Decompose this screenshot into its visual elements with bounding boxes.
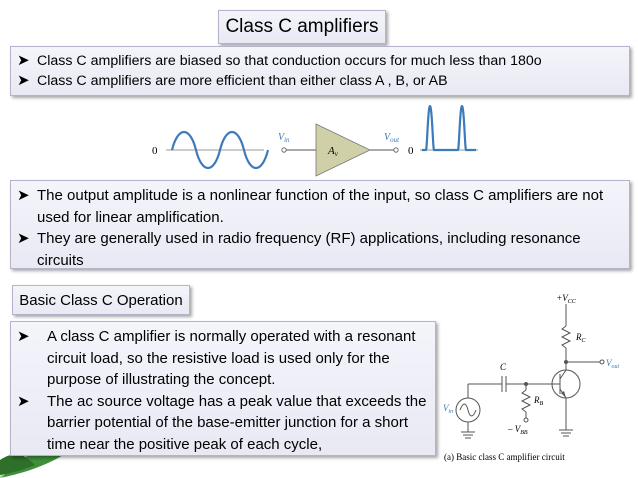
bullet-item: ➤ Class C amplifiers are more efficient … xyxy=(17,71,623,91)
bullet-text: Class C amplifiers are more efficient th… xyxy=(37,73,448,89)
circuit-caption: (a) Basic class C amplifier circuit xyxy=(444,452,565,462)
sine-input-waveform xyxy=(170,130,270,170)
bullet-item: ➤ Class C amplifiers are biased so that … xyxy=(17,51,623,71)
bullet-item: ➤ They are generally used in radio frequ… xyxy=(17,228,623,271)
rc-label: RC xyxy=(575,332,587,344)
amplifier-block-diagram: 0 Vin Av Vout 0 xyxy=(152,104,478,177)
bullet-text: They are generally used in radio frequen… xyxy=(37,230,581,269)
arrowhead-bullet-icon: ➤ xyxy=(17,328,30,345)
bullet-text: Class C amplifiers are biased so that co… xyxy=(37,53,542,69)
intro-bullets: ➤ Class C amplifiers are biased so that … xyxy=(10,46,630,96)
capacitor-label: C xyxy=(500,362,507,372)
vbb-label: – VBB xyxy=(507,424,528,436)
application-bullets: ➤ The output amplitude is a nonlinear fu… xyxy=(10,180,630,269)
bullet-text: The output amplitude is a nonlinear func… xyxy=(37,187,604,226)
bullet-item: ➤ The output amplitude is a nonlinear fu… xyxy=(17,185,623,228)
vin-label: Vin xyxy=(278,132,290,144)
arrowhead-bullet-icon: ➤ xyxy=(17,52,30,69)
class-c-circuit-diagram: +VCC RC Vout C RB – VBB Vin (a) Basic cl… xyxy=(443,293,620,462)
bullet-text: A class C amplifier is normally operated… xyxy=(47,328,416,388)
zero-right-label: 0 xyxy=(408,145,414,157)
amplifier-triangle-icon xyxy=(315,123,371,177)
title-box: Class C amplifiers xyxy=(218,10,386,44)
arrowhead-bullet-icon: ➤ xyxy=(17,230,30,247)
gain-label: Av xyxy=(327,145,339,158)
page-title: Class C amplifiers xyxy=(225,16,379,37)
vcc-label: +VCC xyxy=(556,293,577,305)
zero-left-label: 0 xyxy=(152,145,158,157)
subheading-box: Basic Class C Operation xyxy=(12,285,190,315)
vout-circuit-label: Vout xyxy=(606,358,620,370)
operation-bullets: ➤ A class C amplifier is normally operat… xyxy=(10,321,436,456)
arrowhead-bullet-icon: ➤ xyxy=(17,187,30,204)
bullet-text: The ac source voltage has a peak value t… xyxy=(47,392,427,453)
arrowhead-bullet-icon: ➤ xyxy=(17,392,30,410)
rb-label: RB xyxy=(533,395,544,407)
subheading: Basic Class C Operation xyxy=(19,291,183,309)
vout-label: Vout xyxy=(384,132,400,144)
vin-circuit-label: Vin xyxy=(443,403,453,415)
arrowhead-bullet-icon: ➤ xyxy=(17,72,30,89)
pulse-output-waveform xyxy=(422,104,476,152)
bullet-item: ➤ The ac source voltage has a peak value… xyxy=(17,391,429,456)
bullet-item: ➤ A class C amplifier is normally operat… xyxy=(17,326,429,391)
